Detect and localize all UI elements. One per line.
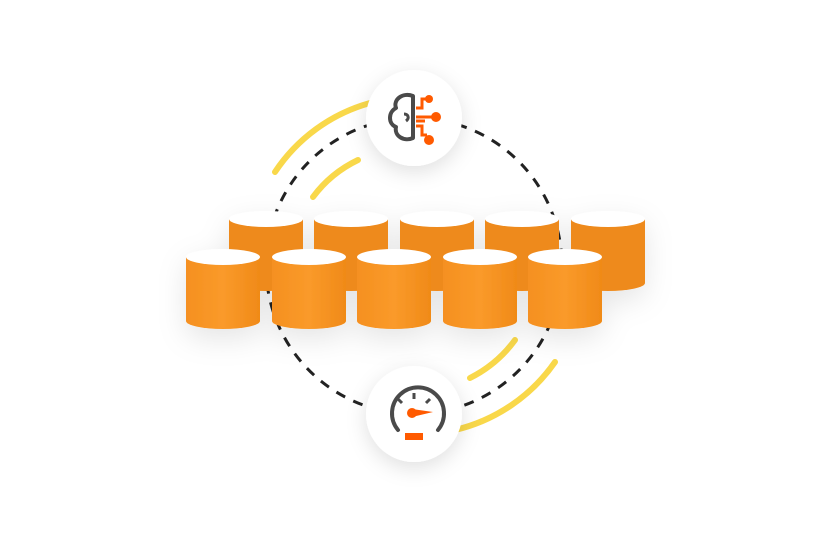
database-cylinder — [186, 249, 260, 329]
arc-top-inner — [310, 157, 361, 200]
database-cylinder — [272, 249, 346, 329]
arc-top-outer — [272, 100, 373, 175]
arc-bottom-outer — [452, 359, 558, 433]
yellow-arcs — [272, 100, 558, 433]
database-cylinder — [443, 249, 517, 329]
database-cylinder — [528, 249, 602, 329]
arc-bottom-inner — [467, 337, 518, 381]
database-cylinder — [357, 249, 431, 329]
brain-network-icon — [388, 93, 441, 145]
speedometer-icon — [390, 385, 446, 440]
database-cylinders — [186, 211, 645, 329]
